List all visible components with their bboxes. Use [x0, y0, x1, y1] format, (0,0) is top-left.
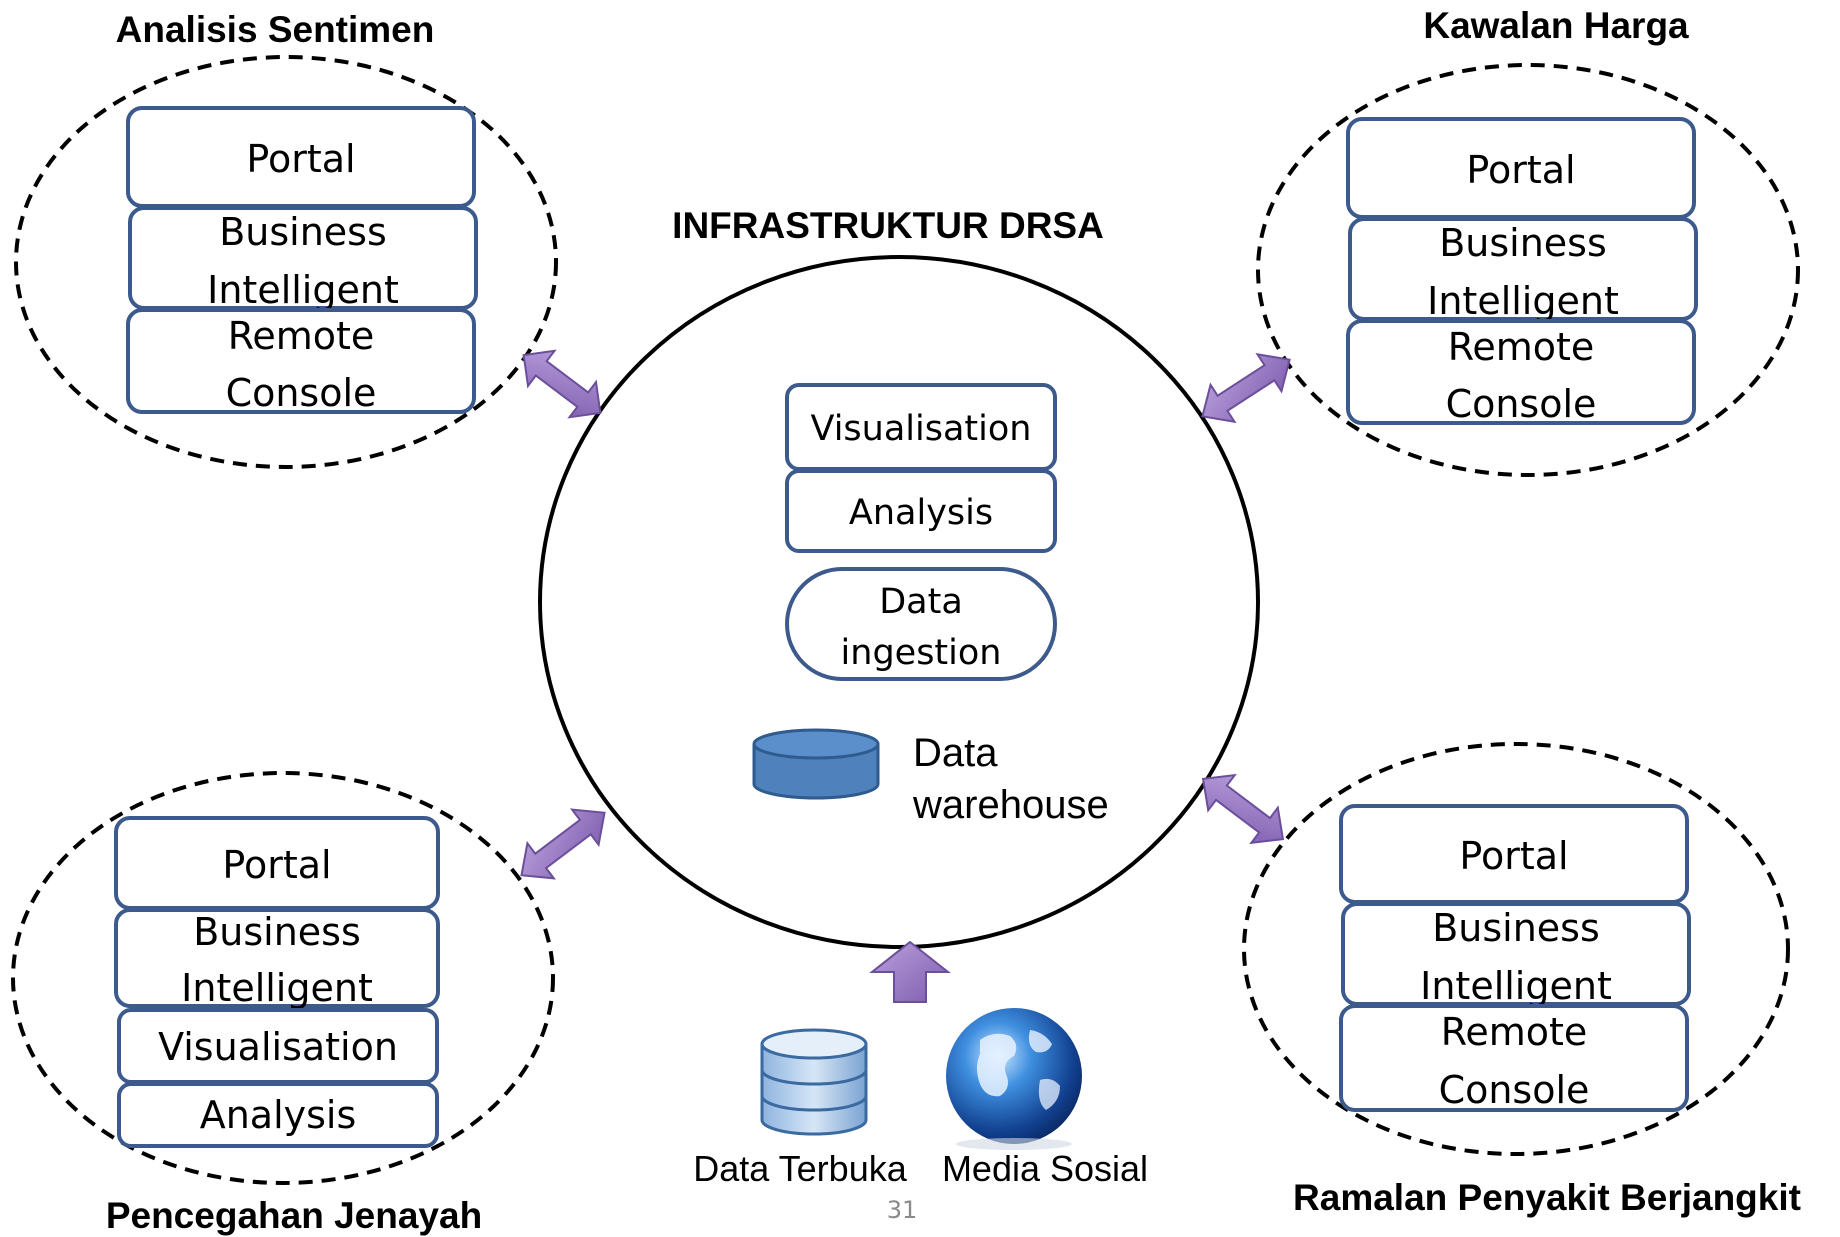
remote-console-box	[1346, 319, 1696, 425]
remote-console-label-line2: Console	[226, 371, 377, 415]
portal-label: Portal	[1466, 148, 1575, 192]
data-warehouse-label-line1: Data	[913, 731, 998, 775]
arrow-bottom-left-connector	[520, 808, 606, 880]
business-intelligent-label-line1: Business	[1439, 221, 1607, 265]
center-infrastructure: INFRASTRUKTUR DRSA Visualisation Analysi…	[538, 205, 1260, 949]
globe-icon	[946, 1008, 1082, 1150]
database-icon	[760, 1028, 868, 1136]
cluster-title-kawalan-harga: Kawalan Harga	[1423, 5, 1689, 46]
data-ingestion-label-line1: Data	[879, 582, 963, 622]
remote-console-box	[126, 308, 476, 414]
remote-console-label-line1: Remote	[1441, 1010, 1588, 1054]
arrow-top-left-connector	[522, 349, 602, 419]
data-warehouse-label-line2: warehouse	[912, 783, 1109, 827]
analysis-box	[117, 1082, 439, 1148]
remote-console-label-line1: Remote	[228, 314, 375, 358]
visualisation-label: Visualisation	[158, 1025, 398, 1069]
analysis-label: Analysis	[200, 1093, 357, 1137]
cluster-boundary	[1256, 63, 1800, 477]
remote-console-label-line2: Console	[1446, 382, 1597, 426]
cluster-ramalan-penyakit-berjangkit: Portal Business Intelligent Remote Conso…	[1242, 742, 1801, 1218]
analysis-layer-label: Analysis	[849, 493, 993, 533]
data-ingestion-box	[785, 567, 1057, 681]
portal-label: Portal	[222, 843, 331, 887]
business-intelligent-label-line2: Intelligent	[1427, 279, 1619, 323]
analysis-layer-box	[785, 469, 1057, 553]
open-data-label: Data Terbuka	[693, 1148, 907, 1189]
cluster-title-analisis-sentimen: Analisis Sentimen	[116, 9, 435, 50]
social-media-label: Media Sosial	[942, 1148, 1148, 1189]
arrow-top-right-connector	[1201, 352, 1291, 424]
cluster-boundary	[11, 771, 555, 1185]
business-intelligent-label-line1: Business	[193, 910, 361, 954]
remote-console-label-line2: Console	[1439, 1068, 1590, 1112]
business-intelligent-label-line1: Business	[1432, 906, 1600, 950]
data-ingestion-label-line2: ingestion	[841, 633, 1002, 673]
visualisation-layer-label: Visualisation	[811, 409, 1032, 449]
center-title: INFRASTRUKTUR DRSA	[672, 205, 1104, 246]
arrow-up-sources-connector	[869, 940, 951, 1003]
cluster-pencegahan-jenayah: Portal Business Intelligent Visualisatio…	[11, 771, 555, 1236]
cluster-analisis-sentimen: Analisis Sentimen Portal Business Intell…	[14, 9, 558, 469]
remote-console-label-line1: Remote	[1448, 325, 1595, 369]
center-circle	[538, 255, 1260, 949]
cluster-boundary	[1242, 742, 1790, 1156]
portal-label: Portal	[246, 137, 355, 181]
cluster-title-pencegahan-jenayah: Pencegahan Jenayah	[106, 1195, 482, 1236]
portal-label: Portal	[1459, 834, 1568, 878]
cluster-title-ramalan-penyakit-berjangkit: Ramalan Penyakit Berjangkit	[1293, 1177, 1801, 1218]
business-intelligent-label-line1: Business	[219, 210, 387, 254]
business-intelligent-label-line2: Intelligent	[207, 268, 399, 312]
cluster-kawalan-harga: Kawalan Harga Portal Business Intelligen…	[1256, 5, 1800, 477]
business-intelligent-label-line2: Intelligent	[181, 966, 373, 1010]
business-intelligent-label-line2: Intelligent	[1420, 964, 1612, 1008]
data-warehouse-cylinder-icon	[752, 728, 880, 800]
page-number: 31	[887, 1196, 918, 1224]
remote-console-box	[1339, 1004, 1689, 1112]
cluster-boundary	[14, 55, 558, 469]
business-intelligent-box	[114, 908, 440, 1008]
arrow-bottom-right-connector	[1201, 773, 1285, 845]
